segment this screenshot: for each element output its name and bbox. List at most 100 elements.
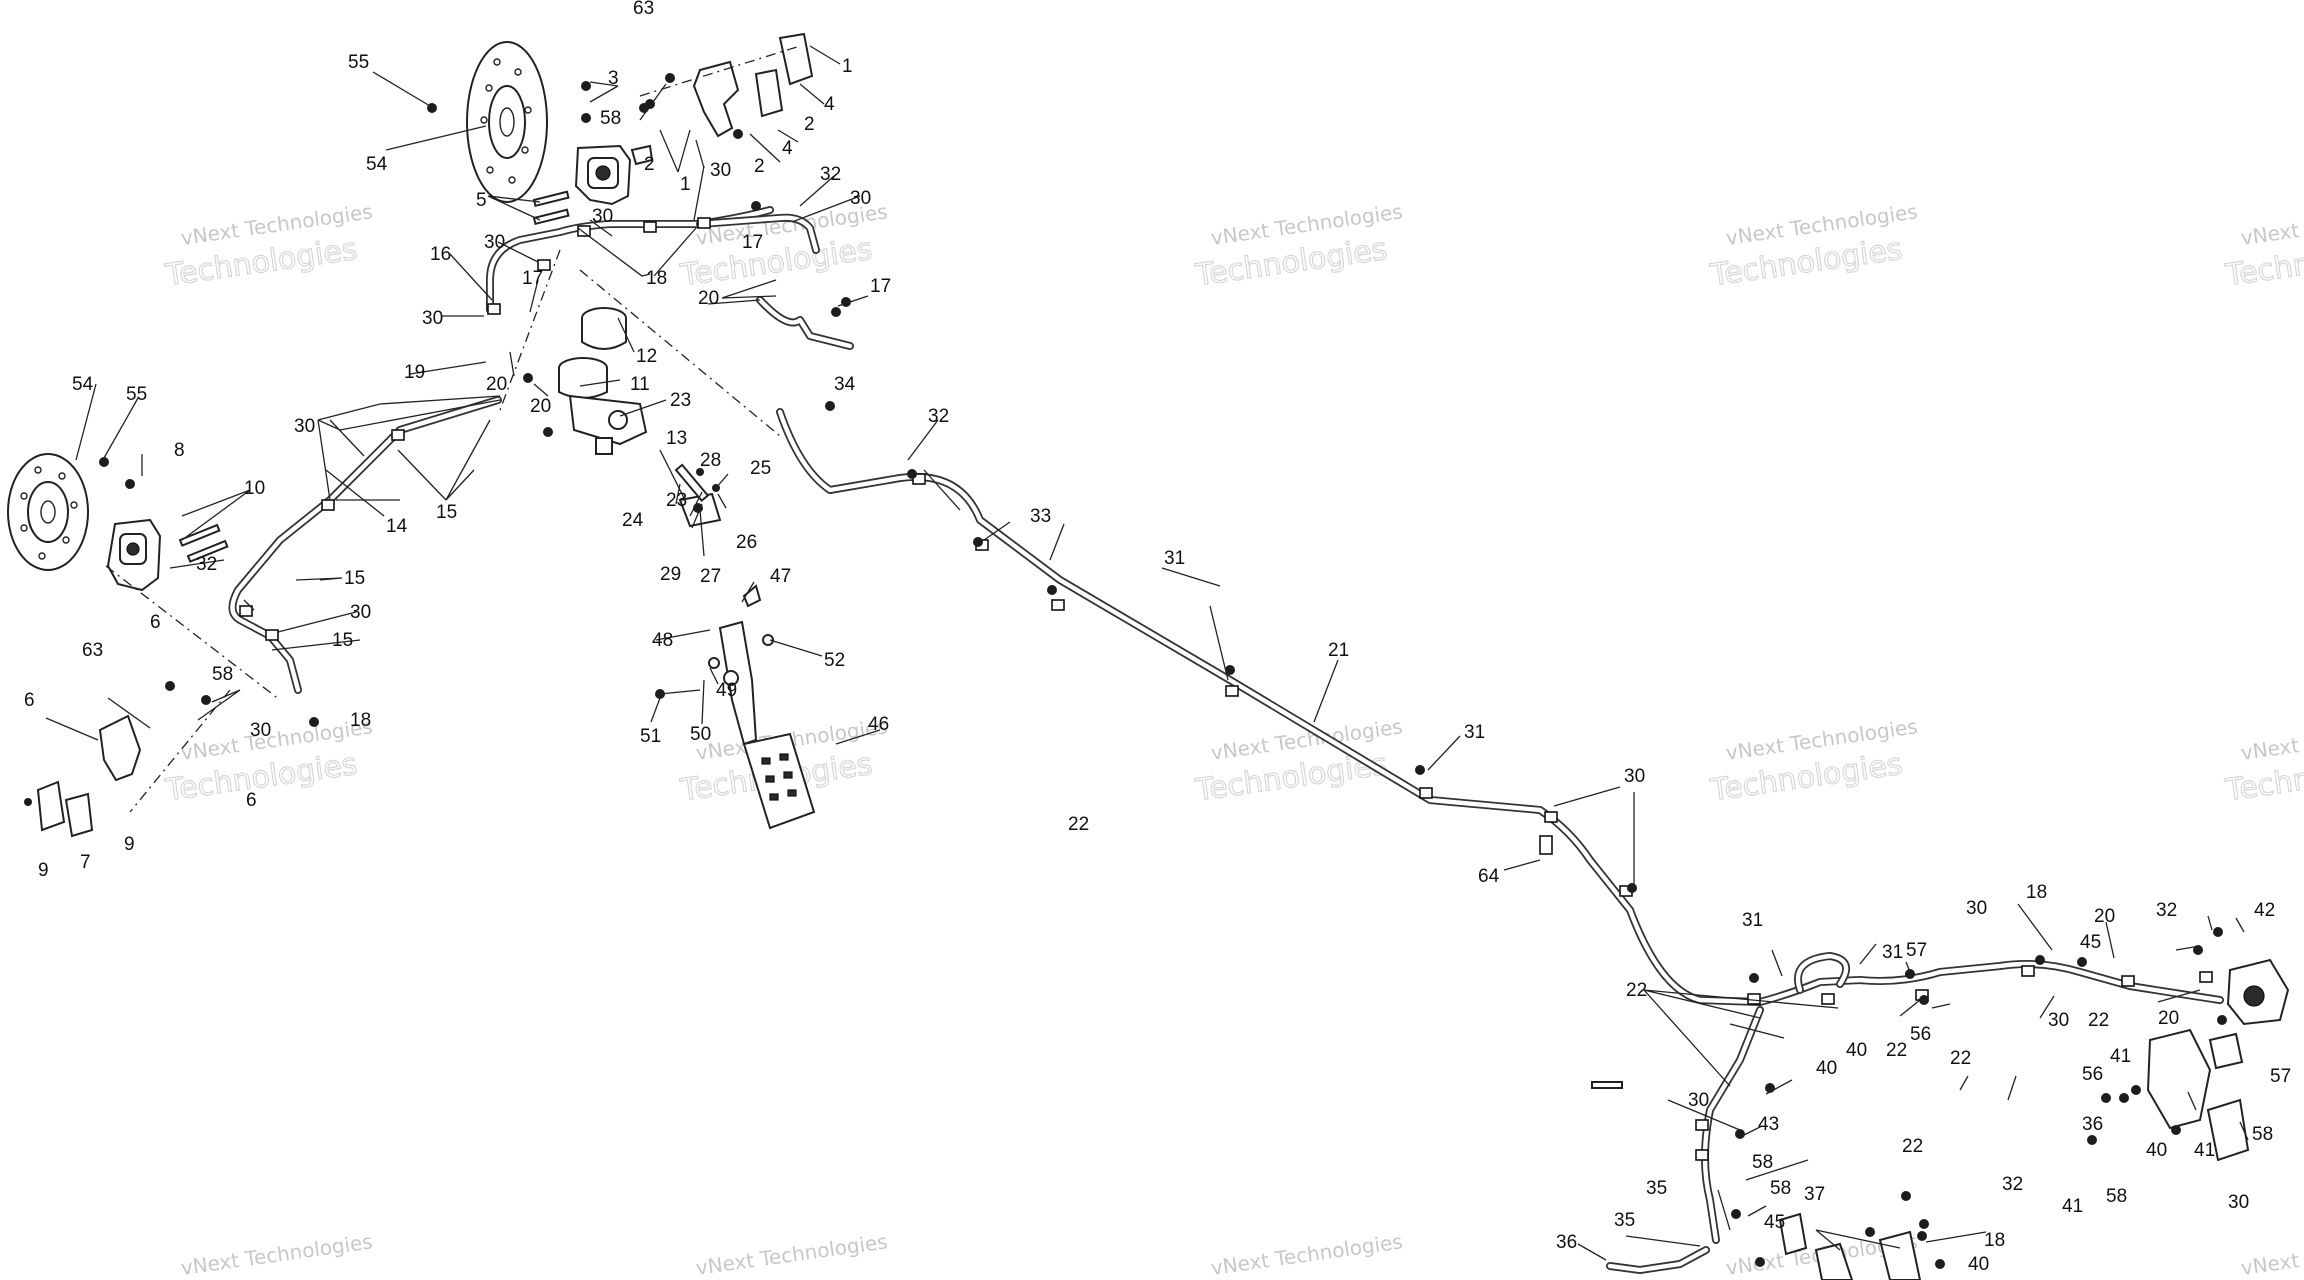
svg-text:vNext Technologies: vNext Technologies [2239, 1229, 2304, 1280]
callout: 35 [1646, 1178, 1667, 1199]
watermark: vNext Technologies [2239, 1229, 2304, 1280]
callout: 30 [710, 160, 731, 181]
callout: 58 [1770, 1178, 1791, 1199]
callout: 16 [430, 244, 451, 265]
callout: 34 [834, 374, 856, 395]
callout: 40 [2146, 1140, 2167, 1161]
callout: 30 [484, 232, 505, 253]
callout: 26 [736, 532, 757, 553]
callout: 40 [1816, 1058, 1837, 1079]
callout: 55 [348, 52, 369, 73]
callout: 8 [174, 440, 185, 461]
callout: 30 [2228, 1192, 2249, 1213]
svg-text:vNext Technologies: vNext Technologies [1209, 1229, 1404, 1280]
callout: 17 [742, 232, 763, 253]
callout: 31 [1464, 722, 1485, 743]
master-cylinder [558, 307, 648, 455]
watermark: vNext Technologies Technologies [1192, 714, 1404, 809]
callout: 15 [332, 630, 353, 651]
callout: 31 [1742, 910, 1763, 931]
callout: 32 [2002, 1174, 2023, 1195]
callout: 48 [652, 630, 673, 651]
callout: 57 [1906, 940, 1927, 961]
callout: 15 [344, 568, 365, 589]
svg-text:vNext Technologies: vNext Technologies [179, 1229, 374, 1280]
line-clips [239, 217, 2213, 1161]
callout: 45 [2080, 932, 2101, 953]
callout: 32 [2156, 900, 2177, 921]
callout: 23 [666, 490, 687, 511]
callout: 7 [80, 852, 91, 873]
callout: 2 [804, 114, 815, 135]
rear-brake-lever [1778, 1191, 1945, 1280]
callout: 17 [870, 276, 891, 297]
callout: 31 [1882, 942, 1903, 963]
callout: 64 [1478, 866, 1500, 887]
callout: 41 [2194, 1140, 2215, 1161]
callout: 31 [1164, 548, 1185, 569]
callout: 58 [1752, 1152, 1773, 1173]
callout: 52 [824, 650, 845, 671]
callout: 4 [824, 94, 835, 115]
callout: 17 [522, 268, 543, 289]
watermark: vNext Technologies Technologies [1707, 714, 1919, 809]
callout: 46 [868, 714, 889, 735]
callout: 36 [1556, 1232, 1577, 1253]
callout: 24 [622, 510, 644, 531]
callout: 55 [126, 384, 147, 405]
callout: 10 [244, 478, 265, 499]
front-left-caliper [106, 518, 162, 592]
callout: 1 [842, 56, 853, 77]
callout: 41 [2110, 1046, 2131, 1067]
callout: 27 [700, 566, 721, 587]
watermark: vNext Technologies Technologies [162, 199, 374, 294]
svg-text:vNext Technologies: vNext Technologies [2239, 199, 2304, 250]
watermark: vNext Technologies [179, 1229, 374, 1280]
callout: 58 [600, 108, 621, 129]
callout: 19 [404, 362, 425, 383]
callout: 22 [1886, 1040, 1907, 1061]
callout: 6 [24, 690, 35, 711]
callout: 30 [250, 720, 271, 741]
callout: 21 [1328, 640, 1349, 661]
callout: 30 [350, 602, 371, 623]
callout: 58 [2106, 1186, 2127, 1207]
callout: 20 [486, 374, 507, 395]
watermark: vNext Technologies Technologies [2222, 714, 2304, 809]
callout: 30 [2048, 1010, 2069, 1031]
callout: 22 [1950, 1048, 1971, 1069]
assembly-centerlines [105, 45, 801, 813]
callout: 2 [754, 156, 765, 177]
callout: 45 [1764, 1212, 1785, 1233]
leader-lines [45, 45, 2249, 1261]
callout: 1 [680, 174, 691, 195]
front-right-brake-disc [466, 41, 548, 203]
front-right-caliper-bracket [645, 32, 814, 139]
callout: 30 [850, 188, 871, 209]
callout: 4 [782, 138, 793, 159]
fasteners [24, 81, 2227, 1267]
callout: 11 [630, 374, 650, 395]
callout: 2 [644, 154, 655, 175]
callout: 14 [386, 516, 408, 537]
callout: 35 [1614, 1210, 1635, 1231]
callout: 32 [820, 164, 841, 185]
callout: 63 [82, 640, 103, 661]
callout: 37 [1804, 1184, 1825, 1205]
callout: 54 [366, 154, 388, 175]
callout: 18 [350, 710, 371, 731]
svg-text:vNext Technologies: vNext Technologies [694, 1229, 889, 1280]
callout: 5 [476, 190, 487, 211]
callout: 63 [633, 0, 654, 19]
brake-pedal [655, 584, 816, 830]
callout: 30 [1688, 1090, 1709, 1111]
callout: 25 [750, 458, 771, 479]
callout: 49 [716, 680, 737, 701]
callout: 51 [640, 726, 661, 747]
callout: 57 [2270, 1066, 2291, 1087]
watermark: vNext Technologies [1209, 1229, 1404, 1280]
watermark: vNext Technologies [694, 1229, 889, 1280]
callout: 54 [72, 374, 94, 395]
callout: 30 [592, 206, 613, 227]
callout: 56 [1910, 1024, 1931, 1045]
